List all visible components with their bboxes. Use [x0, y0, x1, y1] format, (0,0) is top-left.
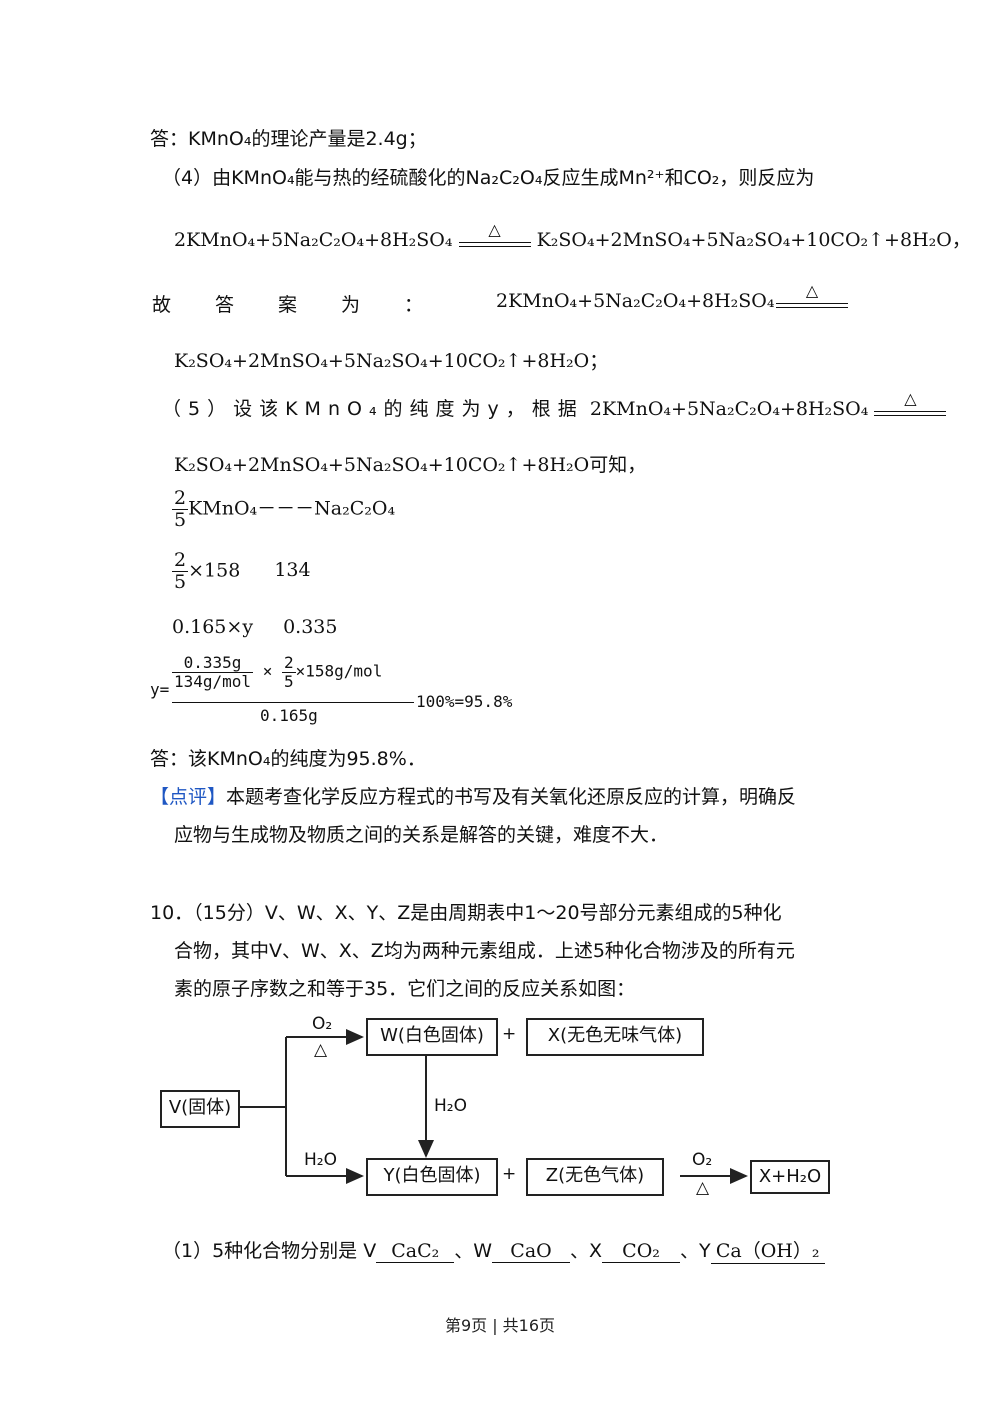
answer-part3: 答：KMnO₄的理论产量是2.4g；	[150, 128, 427, 150]
relation-row-3: 0.165×y 0.335	[172, 616, 338, 638]
reaction-diagram: V(固体) W(白色固体) X(无色无味气体) Y(白色固体) Z(无色气体) …	[150, 1010, 850, 1210]
heat-condition: △	[488, 220, 501, 239]
calc-result: 100%=95.8%	[416, 692, 513, 711]
fraction-denominator: 5	[174, 508, 187, 531]
answer-part5: 答：该KMnO₄的纯度为95.8%．	[150, 748, 426, 770]
q10-line-1: 10．（15分）V、W、X、Y、Z是由周期表中1～20号部分元素组成的5种化	[150, 902, 782, 924]
comment-tag: 【点评】	[150, 786, 227, 808]
answer-y: Ca（OH）₂	[710, 1236, 825, 1264]
comment-line-2: 应物与生成物及物质之间的关系是解答的关键，难度不大．	[174, 824, 669, 846]
answer-x: CO₂	[602, 1240, 681, 1263]
o2-label-top: O₂	[312, 1014, 333, 1034]
box-y: Y(白色固体)	[366, 1158, 498, 1196]
relation-actual-na2c2o4: 0.335	[283, 616, 338, 638]
heating-equals-sign: △	[458, 220, 531, 252]
relation-actual-kmno4: 0.165×y	[172, 616, 254, 638]
h2o-label-middle: H₂O	[434, 1096, 467, 1116]
plus-top: +	[502, 1024, 517, 1044]
answer-label: 故答案为：	[152, 294, 468, 316]
lower-expression: 0.165g	[260, 706, 318, 725]
h2o-label-bottom: H₂O	[304, 1150, 337, 1170]
box-product: X+H₂O	[750, 1160, 830, 1194]
q10-line-3: 素的原子序数之和等于35．它们之间的反应关系如图：	[174, 978, 636, 1000]
y-label: y=	[150, 680, 170, 699]
answer-v: CaC₂	[376, 1240, 455, 1263]
heat-condition: △	[805, 281, 819, 300]
diagram-connectors	[238, 1029, 748, 1184]
part5-intro: （5）设该KMnO₄的纯度为y，根据	[162, 398, 584, 420]
plus-bottom: +	[502, 1164, 517, 1184]
answer-w: CaO	[492, 1240, 571, 1263]
relation-mass-na2c2o4: 134	[274, 559, 311, 582]
box-x: X(无色无味气体)	[526, 1018, 704, 1056]
answer-equation-sign: △	[776, 281, 848, 313]
delta-label-top: △	[314, 1040, 328, 1060]
box-w: W(白色固体)	[366, 1018, 498, 1056]
relation-species: KMnO₄－－－Na₂C₂O₄	[188, 497, 396, 520]
heat-condition: △	[904, 389, 917, 408]
relation-mass-kmno4: ×158	[188, 559, 241, 582]
part5-intro-line: （5）设该KMnO₄的纯度为y，根据 2KMnO₄+5Na₂C₂O₄+8H₂SO…	[162, 389, 947, 421]
main-fraction-bar	[172, 702, 414, 703]
equation-left: 2KMnO₄+5Na₂C₂O₄+8H₂SO₄	[174, 229, 453, 251]
page-footer: 第9页 | 共16页	[444, 1316, 556, 1335]
o2-label-bottom: O₂	[692, 1150, 713, 1170]
equation-right: K₂SO₄+2MnSO₄+5Na₂SO₄+10CO₂↑+8H₂O，	[536, 229, 971, 251]
comment-line-1: 【点评】本题考查化学反应方程式的书写及有关氧化还原反应的计算，明确反	[150, 782, 796, 809]
part5-equation-right: K₂SO₄+2MnSO₄+5Na₂SO₄+10CO₂↑+8H₂O可知，	[174, 454, 647, 476]
part5-equation-left: 2KMnO₄+5Na₂C₂O₄+8H₂SO₄	[589, 398, 869, 420]
q10-line-2: 合物，其中V、W、X、Z均为两种元素组成．上述5种化合物涉及的所有元	[174, 940, 795, 962]
part1-prefix: （1）5种化合物分别是 V	[162, 1240, 377, 1262]
part4-equation: 2KMnO₄+5Na₂C₂O₄+8H₂SO₄ △ K₂SO₄+2MnSO₄+5N…	[174, 220, 971, 252]
comment-text: 本题考查化学反应方程式的书写及有关氧化还原反应的计算，明确反	[226, 786, 797, 808]
box-v: V(固体)	[160, 1090, 240, 1128]
part4-intro: （4）由KMnO₄能与热的经硫酸化的Na₂C₂O₄反应生成Mn²⁺和CO₂，则反…	[162, 167, 815, 189]
delta-label-bottom: △	[696, 1178, 710, 1198]
fraction-numerator: 2	[172, 487, 189, 510]
heating-equals-sign: △	[874, 389, 947, 421]
answer-equation-left: 2KMnO₄+5Na₂C₂O₄+8H₂SO₄	[496, 290, 775, 312]
answer-equation-right: K₂SO₄+2MnSO₄+5Na₂SO₄+10CO₂↑+8H₂O；	[174, 350, 609, 372]
box-z: Z(无色气体)	[526, 1158, 664, 1196]
